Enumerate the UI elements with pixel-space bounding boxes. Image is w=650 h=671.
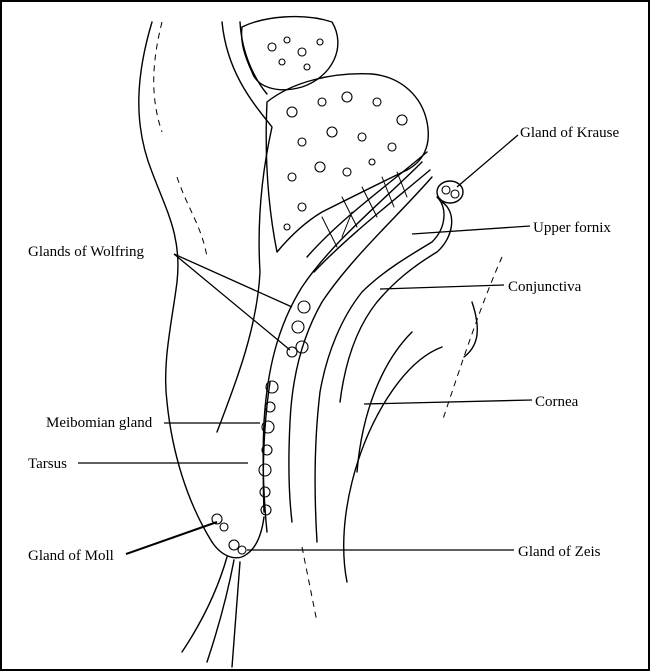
skin-dashed-line — [153, 21, 163, 133]
orbicularis-line — [239, 21, 268, 95]
leader-gland-of-krause — [456, 134, 519, 188]
skin-dashed-line-lower — [176, 176, 208, 258]
gland-of-moll-drawing — [211, 513, 229, 532]
label-gland-of-zeis: Gland of Zeis — [518, 544, 601, 560]
eyelashes — [181, 556, 241, 668]
lid-margin — [211, 516, 265, 559]
label-cornea: Cornea — [535, 394, 579, 410]
leader-glands-of-wolfring-a — [173, 253, 293, 308]
orbital-fat-main — [265, 73, 429, 253]
label-meibomian-gland: Meibomian gland — [46, 415, 153, 431]
label-tarsus: Tarsus — [28, 456, 67, 472]
glands-of-wolfring-drawing — [286, 300, 311, 358]
globe-dashed-arc — [441, 256, 503, 423]
conjunctiva-line — [339, 201, 453, 403]
fat-lobules — [267, 36, 408, 231]
leader-upper-fornix — [411, 225, 531, 235]
gland-of-zeis-drawing — [228, 539, 247, 555]
tarsal-inner-border — [288, 176, 433, 523]
leader-glands-of-wolfring-b — [173, 253, 291, 351]
label-glands-of-wolfring: Glands of Wolfring — [28, 244, 145, 260]
muscle-fibres — [321, 171, 408, 248]
label-conjunctiva: Conjunctiva — [508, 279, 582, 295]
muscle-band-2 — [313, 169, 431, 273]
lower-dashed-guide — [301, 546, 318, 623]
orbital-fat-upper — [240, 15, 339, 91]
label-gland-of-krause: Gland of Krause — [520, 125, 620, 141]
orbital-septum — [216, 21, 273, 433]
cornea-outer-arc — [343, 346, 443, 583]
leader-conjunctiva — [379, 284, 505, 290]
leader-cornea — [363, 399, 533, 405]
label-upper-fornix: Upper fornix — [533, 220, 611, 236]
upper-fornix-outline — [314, 196, 445, 543]
muscle-band-1 — [306, 151, 428, 258]
meibomian-gland-drawing — [258, 380, 279, 516]
leader-gland-of-moll — [125, 521, 218, 555]
sclera-edge — [463, 301, 478, 358]
eyelid-skin-outline — [138, 21, 213, 543]
gland-of-krause-drawing — [436, 180, 464, 204]
cornea-inner-arc — [356, 331, 413, 473]
label-gland-of-moll: Gland of Moll — [28, 548, 114, 564]
